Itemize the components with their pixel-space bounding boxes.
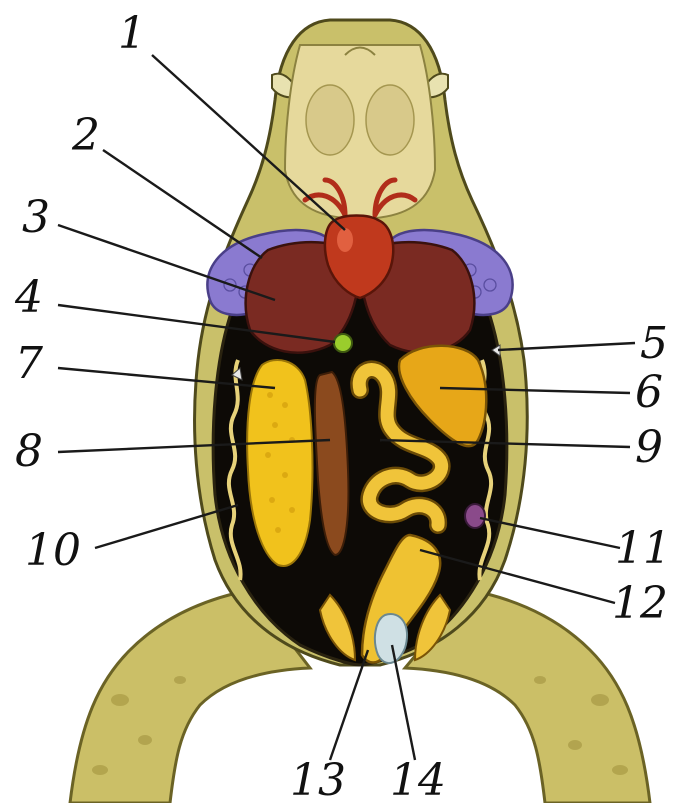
- heart-highlight: [337, 228, 353, 252]
- label-12: 12: [612, 578, 668, 629]
- label-14: 14: [390, 755, 446, 803]
- label-2: 2: [71, 110, 100, 161]
- label-13: 13: [290, 755, 346, 803]
- label-4: 4: [14, 272, 43, 323]
- label-6: 6: [635, 367, 663, 418]
- label-1: 1: [118, 8, 146, 59]
- label-9: 9: [635, 422, 663, 473]
- palate-right: [366, 85, 414, 155]
- label-7: 7: [15, 338, 43, 389]
- palate-left: [306, 85, 354, 155]
- gall-bladder: [334, 334, 352, 352]
- leader-2: [103, 150, 262, 258]
- spleen: [465, 504, 485, 528]
- label-8: 8: [15, 426, 43, 477]
- label-5: 5: [640, 318, 668, 369]
- label-11: 11: [615, 523, 671, 574]
- label-10: 10: [25, 525, 81, 576]
- label-3: 3: [22, 192, 50, 243]
